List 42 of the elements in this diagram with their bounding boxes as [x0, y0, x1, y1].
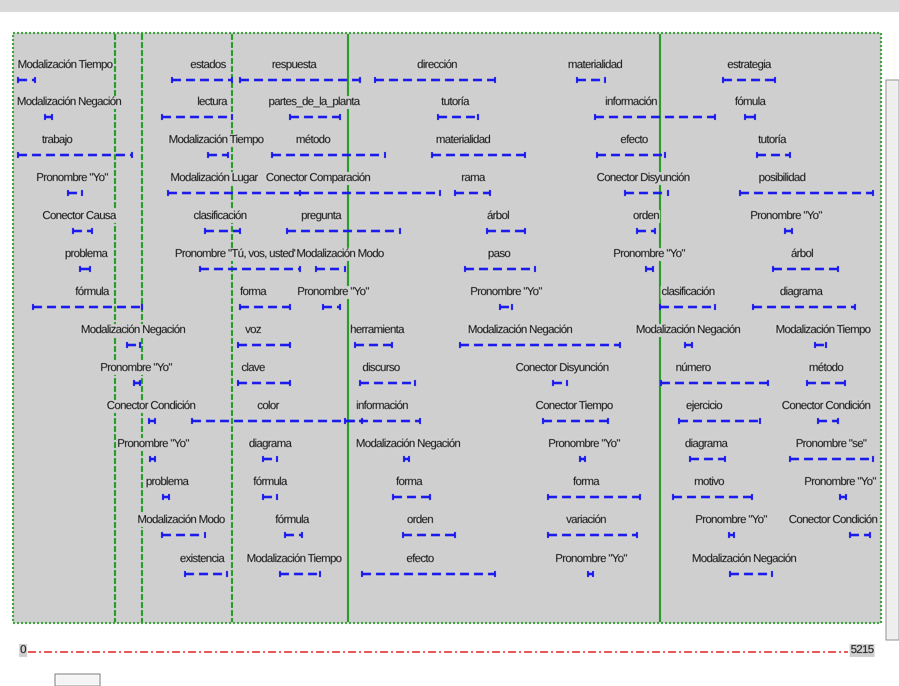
- term-label: Modalización Modo: [295, 248, 385, 261]
- term-label: posibilidad: [758, 172, 806, 185]
- term-label: Modalización Tiempo: [774, 324, 872, 337]
- term-label: partes_de_la_planta: [268, 96, 360, 109]
- term-label: Modalización Negación: [354, 438, 462, 451]
- term-label: Conector Comparación: [264, 172, 372, 185]
- term-label: problema: [144, 476, 190, 489]
- term-label: Pronombre "Yo": [296, 286, 370, 299]
- term-label: clasificación: [192, 210, 248, 223]
- term-label: Modalización Negación: [80, 324, 186, 337]
- term-label: diagrama: [248, 438, 292, 451]
- term-label: trabajo: [40, 134, 74, 147]
- axis-end-label: 5215: [850, 644, 874, 657]
- term-label: orden: [632, 210, 660, 223]
- term-label: ejercicio: [685, 400, 723, 413]
- term-label: Conector Causa: [41, 210, 117, 223]
- term-label: Modalización Tiempo: [168, 134, 264, 147]
- term-label: diagrama: [684, 438, 728, 451]
- term-label: Conector Tiempo: [534, 400, 614, 413]
- term-label: diagrama: [778, 286, 824, 299]
- term-label: estrategia: [726, 59, 772, 72]
- term-label: Conector Condición: [106, 400, 196, 413]
- term-label: Modalización Negación: [690, 553, 798, 566]
- term-label: clasificación: [660, 286, 716, 299]
- term-label: Modalización Tiempo: [16, 59, 114, 72]
- term-label: Conector Disyunción: [596, 172, 690, 185]
- term-label: respuesta: [270, 59, 318, 72]
- term-label: pregunta: [300, 210, 342, 223]
- term-label: Modalización Tiempo: [246, 553, 342, 566]
- term-label: Modalización Negación: [634, 324, 742, 337]
- term-label: Modalización Negación: [466, 324, 574, 337]
- term-label: problema: [64, 248, 108, 261]
- term-label: Conector Disyunción: [514, 362, 610, 375]
- term-label: Modalización Negación: [16, 96, 122, 109]
- axis-start-label: 0: [19, 644, 27, 657]
- term-label: paso: [486, 248, 512, 261]
- term-label: Pronombre "Yo": [612, 248, 686, 261]
- term-label: Modalización Modo: [136, 514, 226, 527]
- term-label: Pronombre "Yo": [116, 438, 190, 451]
- term-label: Modalización Lugar: [169, 172, 259, 185]
- term-label: Pronombre "Tú, vos, usted": [174, 248, 298, 261]
- term-label: Pronombre "Yo": [99, 362, 173, 375]
